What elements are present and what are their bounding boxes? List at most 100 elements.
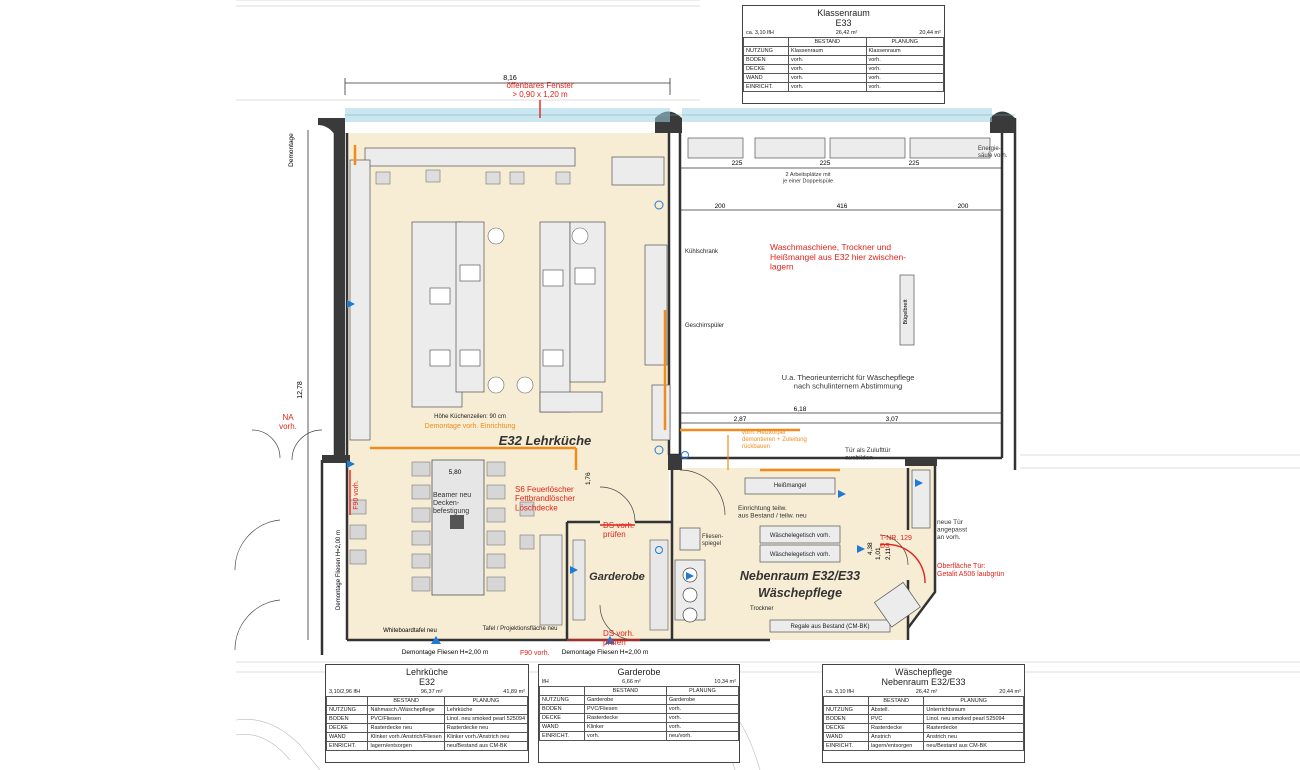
wall-piers — [318, 111, 1015, 470]
row-key: BODEN — [539, 704, 585, 714]
dim-e33-mid-2: 416 — [837, 203, 848, 210]
dim-e33-bottom-1: 2,87 — [734, 416, 747, 423]
row-planung: vorh. — [865, 73, 944, 83]
row-planung: Klinker vorh./Anstrich neu — [443, 732, 529, 742]
row-planung: Rasterdecke neu — [443, 723, 529, 733]
dim-e33-top-2: 225 — [820, 160, 831, 167]
row-key: DECKE — [539, 713, 585, 723]
note-demontage-orange: Demontage vorh. Einrichtung — [425, 423, 516, 430]
row-key: NUTZUNG — [539, 695, 585, 705]
row-bestand: lagern/entsorgen — [867, 741, 925, 751]
row-key: EINRICHT. — [823, 741, 869, 751]
note-kuechenzeilen: Höhe Küchenzeilen: 90 cm — [434, 414, 506, 420]
dim-side-2: 1,01 — [875, 547, 882, 560]
dim-side-1: 4,38 — [867, 542, 874, 555]
round-chairs — [487, 227, 589, 394]
note-oberflaeche: Oberfläche Tür:Getalit A506 laubgrün — [937, 563, 1004, 578]
note-demontage-left: Demontage Fliesen H=2,00 m — [336, 530, 342, 610]
laundry-furniture — [674, 469, 931, 633]
cooktops — [429, 264, 596, 367]
table-row: NUTZUNG Nähmasch./Wäschepflege Lehrküche — [325, 705, 529, 715]
beamer — [450, 515, 464, 529]
table-row: BODEN vorh. vorh. — [743, 55, 944, 65]
row-planung: vorh. — [865, 82, 944, 92]
dim-e33-mid-3: 200 — [958, 203, 969, 210]
row-planung: neu/Bestand aus CM-BK — [923, 741, 1024, 751]
table-row: EINRICHT. vorh. vorh. — [743, 82, 944, 92]
meta-area: 26,42 m² — [915, 689, 938, 695]
row-bestand: PVC/Fliesen — [367, 714, 445, 724]
header-empty — [743, 37, 789, 47]
row-planung: Rasterdecke — [923, 723, 1024, 733]
table-meta: ca. 3,10 lfH 26,42 m² 20,44 m² — [743, 30, 944, 36]
row-key: DECKE — [743, 64, 789, 74]
row-key: NUTZUNG — [743, 46, 789, 56]
table-row: DECKE Rasterdecke neu Rasterdecke neu — [325, 723, 529, 733]
header-bestand: BESTAND — [788, 37, 867, 47]
table-garderobe: Garderobe lfH 6,66 m² 10,34 m² BESTAND P… — [538, 664, 740, 763]
table-row: WAND vorh. vorh. — [743, 73, 944, 83]
dim-left-label: 12,78 — [297, 381, 304, 399]
row-bestand: vorh. — [788, 82, 867, 92]
row-planung: vorh. — [865, 64, 944, 74]
schedule-table: BESTAND PLANUNG NUTZUNG Nähmasch./Wäsche… — [325, 696, 529, 751]
row-bestand: Klinker vorh./Anstrich/Fliesen — [367, 732, 445, 742]
note-einrichtung: Einrichtung teilw.aus Bestand / teilw. n… — [738, 505, 807, 519]
row-planung: Klassenraum — [865, 46, 944, 56]
row-key: EINRICHT. — [325, 741, 369, 751]
header-empty — [539, 686, 585, 696]
table-klassenraum: Klassenraum E33 ca. 3,10 lfH 26,42 m² 20… — [742, 5, 945, 104]
schedule-table: BESTAND PLANUNG NUTZUNG Abstell. Unterri… — [823, 696, 1024, 751]
row-key: DECKE — [325, 723, 369, 733]
row-key: DECKE — [823, 723, 869, 733]
meta-height: lfH — [542, 679, 549, 685]
note-trockner: Trockner — [750, 606, 773, 612]
row-planung: vorh. — [665, 722, 740, 732]
schedule-table: BESTAND PLANUNG NUTZUNG Garderobe Garder… — [539, 686, 740, 741]
dim-side-3: 2,11 — [885, 547, 892, 560]
row-bestand: PVC — [867, 714, 925, 724]
note-geschirrspueler: Geschirrspüler — [685, 323, 724, 329]
meta-height: ca. 3,10 lfH — [746, 30, 774, 36]
meta-area: 96,37 m² — [420, 689, 443, 695]
table-row: WAND Klinker vorh. — [539, 722, 740, 732]
row-key: WAND — [325, 732, 369, 742]
dims-e33 — [680, 167, 1002, 424]
note-fliesenspiegel: Fliesen-spiegel — [702, 534, 723, 547]
table-meta: ca. 3,10 lfH 26,42 m² 20,44 m² — [823, 689, 1024, 695]
table-row: EINRICHT. lagern/entsorgen neu/Bestand a… — [325, 741, 529, 751]
table-row: NUTZUNG Garderobe Garderobe — [539, 695, 740, 705]
note-waeschelegetisch-2: Wäschelegetisch vorh. — [770, 552, 831, 558]
row-key: WAND — [539, 722, 585, 732]
header-empty — [823, 696, 869, 706]
row-planung: Anstrich neu — [923, 732, 1024, 742]
dims-e33-labels: 225 225 225 200 416 200 6,18 2,87 3,07 5… — [449, 160, 969, 476]
note-ds-1: DS vorh.prüfen — [603, 521, 634, 539]
dim-top — [344, 78, 671, 95]
row-bestand: Rasterdecke — [867, 723, 925, 733]
dim-e33-bottom-2: 3,07 — [886, 416, 899, 423]
meta-height: ca. 3,10 lfH — [826, 689, 854, 695]
table-subtitle: E32 — [418, 677, 435, 687]
table-row: NUTZUNG Klassenraum Klassenraum — [743, 46, 944, 56]
table-row: DECKE Rasterdecke Rasterdecke — [823, 723, 1024, 733]
row-key: EINRICHT. — [743, 82, 789, 92]
dim-door: 1,76 — [585, 472, 592, 485]
table-title: Lehrküche — [405, 667, 449, 677]
header-bestand: BESTAND — [367, 696, 445, 706]
row-bestand: Klinker — [584, 722, 667, 732]
note-energie: Energie-säule vorh. — [978, 146, 1008, 159]
note-waeschelegetisch-1: Wäschelegetisch vorh. — [770, 533, 831, 539]
row-planung: Linol. neu smoked pearl 525094 — [443, 714, 529, 724]
dim-e33-top-3: 225 — [909, 160, 920, 167]
meta-area: 26,42 m² — [835, 30, 858, 36]
row-planung: vorh. — [865, 55, 944, 65]
header-bestand: BESTAND — [867, 696, 925, 706]
